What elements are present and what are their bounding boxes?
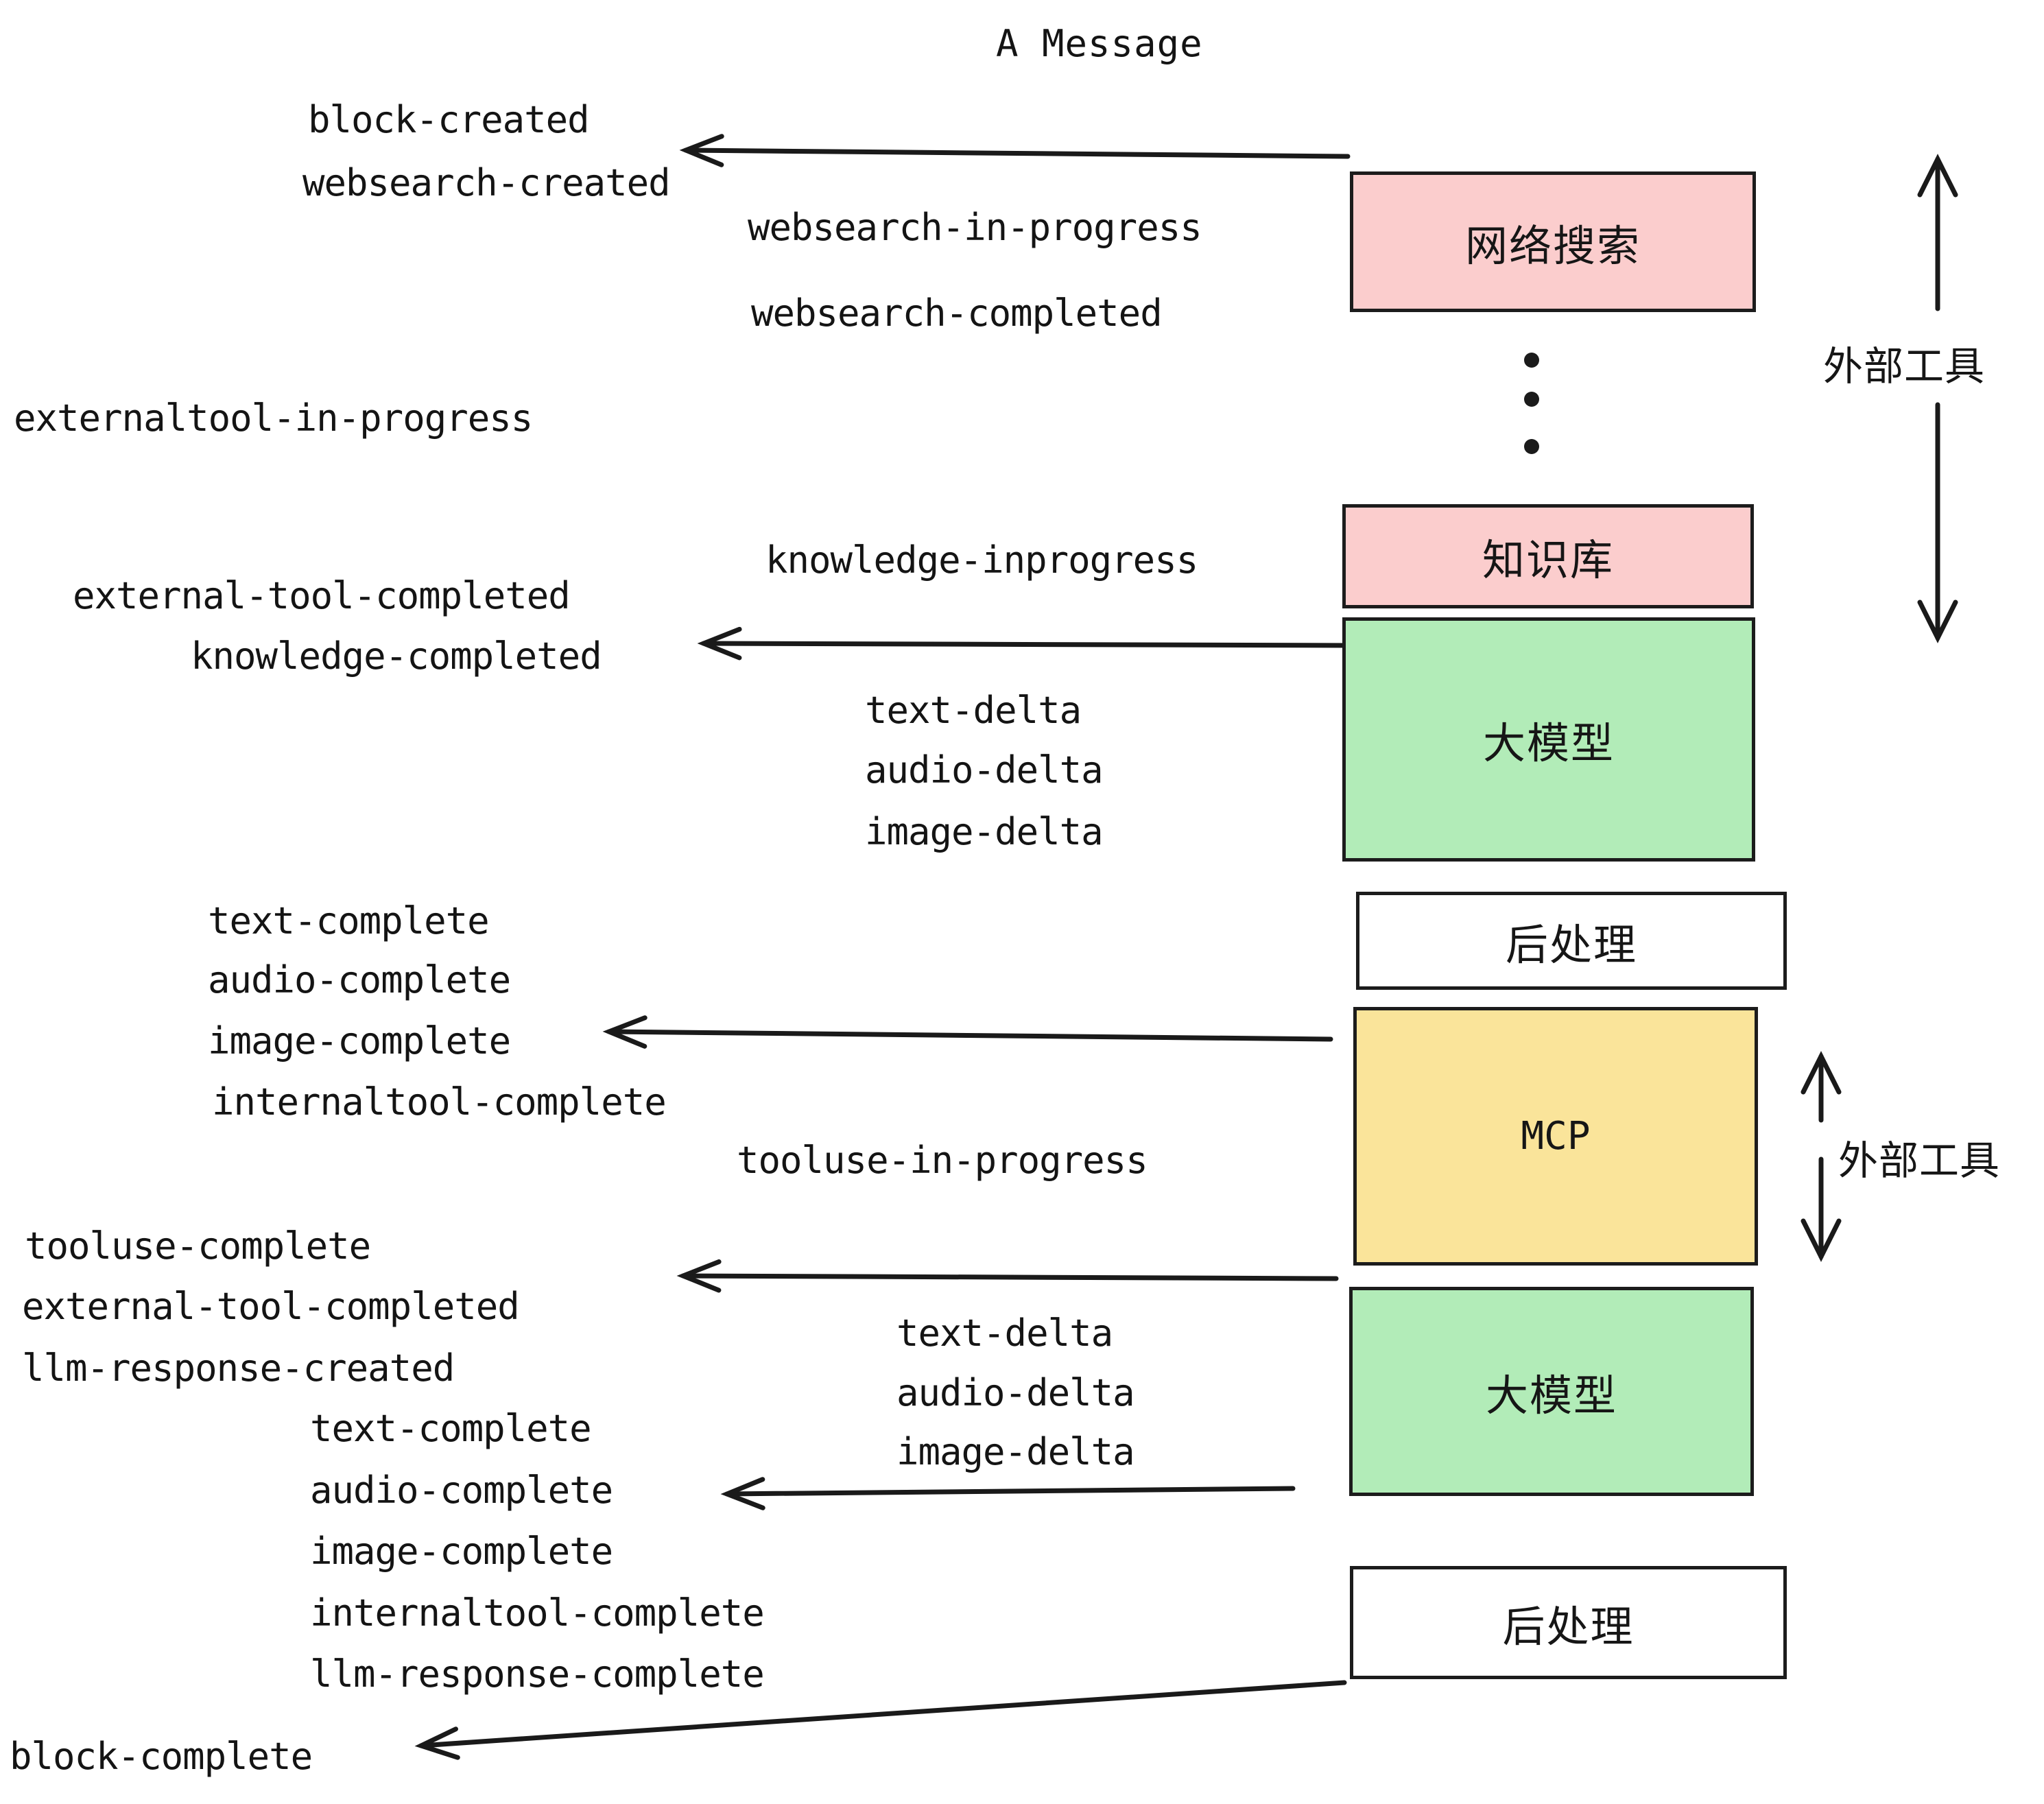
node-llm-2: 大模型 [1349,1287,1754,1496]
arrow-head [697,626,742,661]
node-label: 后处理 [1505,919,1637,970]
event-label-knowledge-inprogress: knowledge-inprogress [765,538,1198,582]
scope-label-external-tools-bottom: 外部工具 [1838,1137,2001,1184]
scope-bottom-down [1801,1156,1842,1262]
ellipsis-dot [1524,353,1539,368]
arrow-image-complete [602,1015,1333,1049]
event-label-image-delta-2: image-delta [896,1430,1135,1473]
event-label-llm-response-created: llm-response-created [22,1346,455,1390]
arrow-tooluse-complete [676,1259,1339,1293]
node-websearch: 网络搜索 [1350,171,1756,312]
arrow-head [720,1477,765,1510]
ellipsis-dot [1524,439,1539,454]
scope-label-external-tools-top: 外部工具 [1823,343,1986,390]
event-label-external-tool-completed-2: external-tool-completed [22,1285,520,1328]
event-label-external-tool-completed-1: external-tool-completed [73,574,571,617]
node-label: 知识库 [1482,535,1614,585]
node-label: 大模型 [1485,1370,1617,1421]
event-label-llm-response-complete: llm-response-complete [310,1652,765,1696]
event-label-audio-complete-2: audio-complete [310,1469,613,1512]
event-label-image-complete-1: image-complete [208,1019,511,1063]
event-label-block-complete: block-complete [10,1735,313,1778]
ellipsis-dot [1524,392,1539,407]
event-label-image-delta-1: image-delta [865,810,1104,853]
arrow-shaft [680,1273,1339,1281]
page-title: A Message [996,22,1203,65]
event-label-audio-complete-1: audio-complete [208,958,511,1001]
node-mcp: MCP [1353,1007,1758,1266]
node-postprocess-1: 后处理 [1356,892,1787,990]
arrow-head [414,1726,460,1760]
event-label-text-complete-1: text-complete [208,899,490,942]
event-label-tooluse-complete: tooluse-complete [25,1224,371,1268]
event-label-websearch-created: websearch-created [302,161,671,204]
node-llm-1: 大模型 [1342,617,1755,862]
arrow-shaft [701,641,1357,648]
node-label: 网络搜索 [1464,220,1641,271]
event-label-audio-delta-2: audio-delta [896,1371,1135,1414]
scope-top-up [1917,154,1958,311]
node-postprocess-2: 后处理 [1350,1566,1787,1679]
event-label-externaltool-in-progress: externaltool-in-progress [14,396,533,440]
arrow-head [1917,600,1958,643]
event-label-internaltool-complete-2: internaltool-complete [310,1591,765,1635]
event-label-audio-delta-1: audio-delta [865,748,1104,792]
arrow-shaft [683,147,1351,159]
node-label: 后处理 [1502,1601,1635,1652]
scope-bottom-up [1801,1051,1842,1123]
node-knowledgebase: 知识库 [1342,504,1754,608]
arrow-head [1917,154,1958,198]
node-label: MCP [1521,1114,1591,1159]
event-label-websearch-in-progress: websearch-in-progress [748,206,1202,249]
event-label-websearch-completed: websearch-completed [751,292,1163,335]
arrow-head [679,134,724,167]
event-label-internaltool-complete-1: internaltool-complete [212,1080,667,1124]
event-label-knowledge-completed: knowledge-completed [191,634,602,678]
arrow-knowledge-completed [697,626,1357,661]
arrow-head [602,1015,647,1049]
event-label-text-delta-2: text-delta [896,1312,1113,1355]
scope-top-down [1917,402,1958,643]
arrow-block-created [679,134,1351,167]
event-label-image-complete-2: image-complete [310,1530,613,1573]
event-label-tooluse-in-progress: tooluse-in-progress [737,1139,1148,1182]
event-label-text-complete-2: text-complete [310,1407,592,1450]
arrow-audio-complete [720,1477,1296,1510]
arrow-shaft [724,1486,1296,1497]
arrow-shaft [606,1029,1333,1042]
node-label: 大模型 [1482,718,1615,768]
arrow-head [1801,1218,1842,1262]
arrow-head [1801,1051,1842,1095]
event-label-block-created: block-created [308,98,590,141]
event-label-text-delta-1: text-delta [865,689,1082,732]
arrow-head [676,1259,722,1293]
